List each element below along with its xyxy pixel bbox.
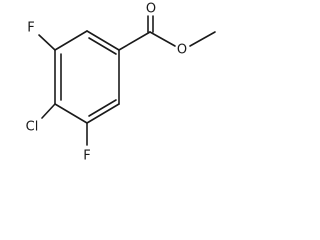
bond-ring-c1-c2 [86, 30, 120, 51]
bond-ester-o-methyl [189, 31, 216, 47]
bond-ring-carbonyl-carbon [118, 31, 151, 51]
atom-label-o-ester: O [177, 43, 187, 58]
chemical-structure-diagram: F Cl F O O [26, 2, 216, 164]
atom-label-f-top: F [27, 21, 34, 36]
atom-label-f-bottom: F [83, 149, 90, 164]
bond-ring-c3-c4 [86, 103, 120, 124]
bond-ring-c6-c1 [54, 30, 88, 51]
bond-ring-c1-c2-inner [88, 37, 117, 55]
bond-c-cl [41, 103, 56, 119]
atom-label-cl: Cl [26, 120, 39, 135]
bond-ring-c4-c5 [54, 103, 88, 124]
benzene-ring [54, 30, 120, 124]
bond-c-f-top [38, 34, 56, 51]
bond-carbonyl-ester-o [149, 31, 176, 47]
atom-label-o-carbonyl: O [146, 2, 156, 17]
bond-ring-c3-c4-inner [88, 99, 117, 117]
